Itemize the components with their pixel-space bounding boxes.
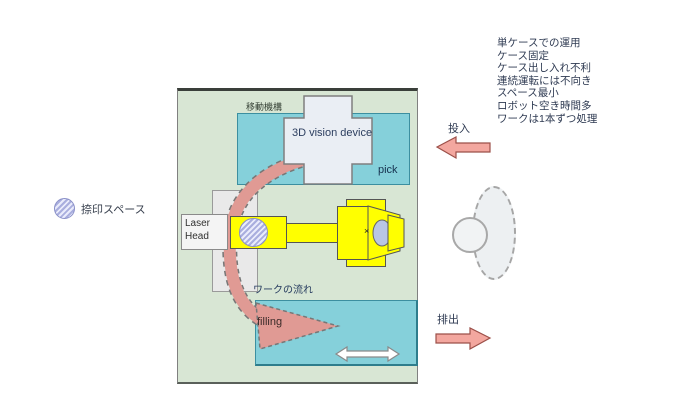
note-line: 連続運転には不向き xyxy=(497,74,592,87)
stamp-workpiece-icon xyxy=(239,218,268,247)
note-line: ケース固定 xyxy=(497,49,549,62)
note-line: ワークは1本ずつ処理 xyxy=(497,112,598,125)
stamp-space-label: 捺印スペース xyxy=(81,204,146,216)
vision-device-label: 3D vision device xyxy=(292,127,373,139)
note-line: 単ケースでの運用 xyxy=(497,37,581,49)
pick-label: pick xyxy=(378,164,398,176)
laser-head-box: Laser Head xyxy=(181,214,228,250)
stamp-space-icon xyxy=(54,198,75,219)
note-line: ロボット空き時間多 xyxy=(497,99,592,112)
output-label: 排出 xyxy=(437,314,459,326)
work-flow-label: ワークの流れ xyxy=(253,285,313,296)
filling-label: filling xyxy=(257,316,283,328)
filling-station-area xyxy=(255,300,418,366)
mechanism-label: 移動機構 xyxy=(246,102,283,112)
chuck-mark: × xyxy=(364,226,370,236)
note-line: ケース出し入れ不利 xyxy=(497,62,591,75)
turntable-circle xyxy=(452,217,488,253)
output-arrow xyxy=(435,327,492,351)
notes-list: 単ケースでの運用 ケース固定 ケース出し入れ不利 連続運転には不向き スペース最… xyxy=(497,37,597,125)
input-arrow xyxy=(435,136,491,160)
note-line: スペース最小 xyxy=(497,87,559,100)
input-label: 投入 xyxy=(448,123,470,135)
